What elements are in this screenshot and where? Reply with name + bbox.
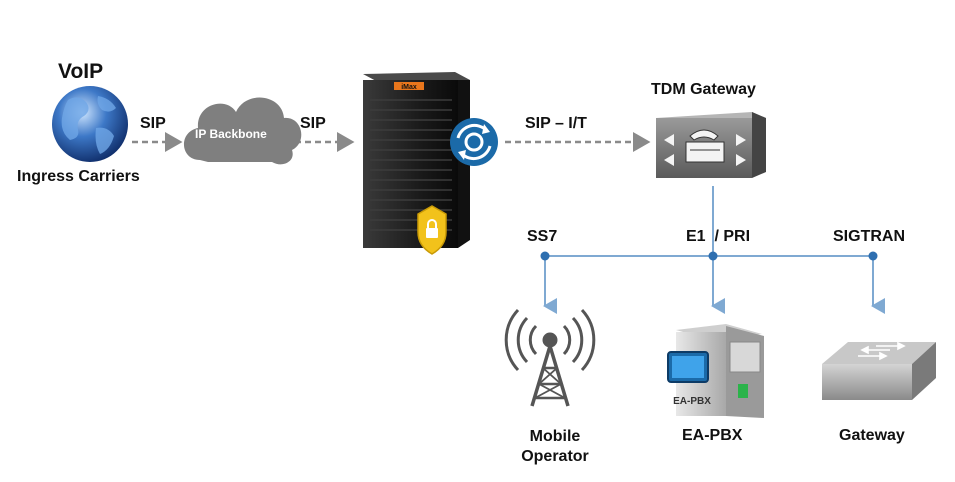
cloud-icon: [183, 97, 302, 165]
server-brand: iMax: [401, 84, 417, 91]
tdm-gateway-icon: [656, 112, 766, 178]
radio-tower-icon: [504, 308, 596, 407]
shield-lock-icon: [417, 205, 447, 255]
e1-pri-label: E1 / PRI: [686, 228, 751, 245]
ip-backbone-label: IP Backbone: [195, 127, 267, 141]
sigtran-label: SIGTRAN: [833, 228, 905, 245]
ingress-carriers-caption: Ingress Carriers: [17, 168, 140, 185]
bus-node-e1: [708, 251, 718, 261]
ss7-label: SS7: [527, 228, 558, 245]
gateway-label: Gateway: [839, 427, 905, 444]
pbx-box-label: EA-PBX: [673, 396, 711, 407]
globe-icon: [52, 86, 128, 162]
sip-label-right: SIP: [300, 115, 326, 132]
ea-pbx-label: EA-PBX: [682, 427, 743, 444]
bus-node-ss7: [540, 251, 550, 261]
mobile-operator-label: Mobile Operator: [521, 428, 589, 465]
sip-it-label: SIP – I/T: [525, 115, 587, 132]
sip-label-left: SIP: [140, 115, 166, 132]
gateway-switch-icon: [822, 341, 936, 400]
tdm-gateway-title: TDM Gateway: [651, 81, 756, 98]
sync-gear-icon: [450, 118, 498, 166]
pbx-server-icon: [667, 324, 764, 418]
server-icon: [363, 72, 470, 248]
bus-node-sigtran: [868, 251, 878, 261]
voip-title: VoIP: [58, 60, 104, 83]
